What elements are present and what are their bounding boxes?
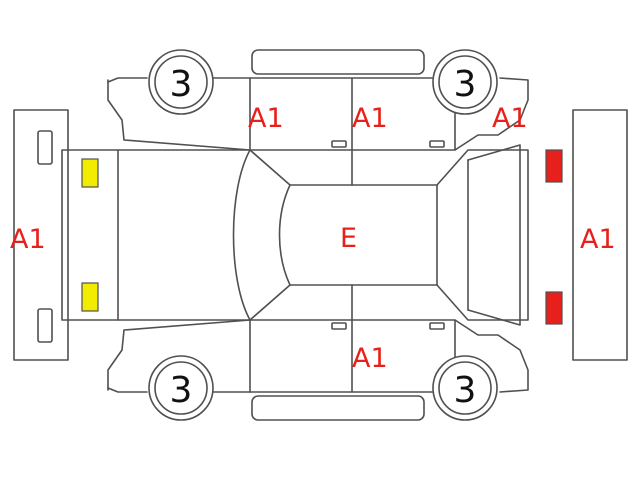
car-top-view <box>61 144 529 326</box>
label-door-bottom: A1 <box>352 343 388 374</box>
label-front-bumper: A1 <box>580 224 616 255</box>
lower-side-profile <box>107 319 529 393</box>
wheel-top-right: 3 <box>432 49 498 115</box>
label-door-top-left: A1 <box>248 103 284 134</box>
wheel-top-left-label: 3 <box>170 64 193 105</box>
wheel-top-left: 3 <box>148 49 214 115</box>
front-lamp-top <box>545 149 563 183</box>
wheel-bottom-left-label: 3 <box>170 370 193 411</box>
wheel-bottom-right-label: 3 <box>454 370 477 411</box>
front-bumper <box>572 109 628 361</box>
bottom-side-strip <box>251 395 425 421</box>
wheel-bottom-left: 3 <box>148 355 214 421</box>
label-door-top-right: A1 <box>352 103 388 134</box>
label-rear-bumper: A1 <box>10 224 46 255</box>
rear-bumper <box>13 109 69 361</box>
label-roof: E <box>340 223 357 254</box>
rear-lamp-top <box>81 158 99 188</box>
wheel-bottom-right: 3 <box>432 355 498 421</box>
rear-lamp-bottom <box>81 282 99 312</box>
wheel-top-right-label: 3 <box>454 64 477 105</box>
front-lamp-bottom <box>545 291 563 325</box>
label-fender-top-front: A1 <box>492 103 528 134</box>
top-side-strip <box>251 49 425 75</box>
